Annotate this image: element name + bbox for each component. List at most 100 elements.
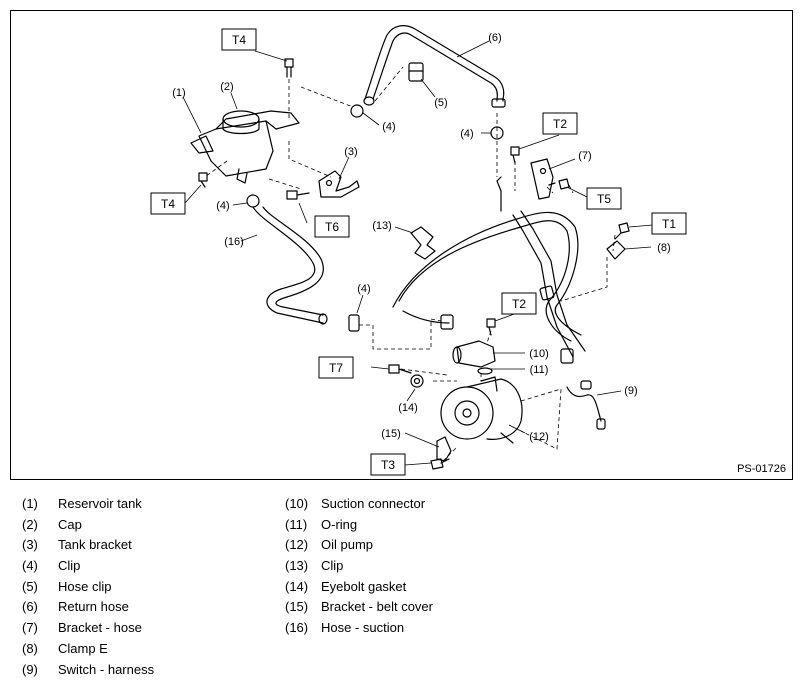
callout-1: (1) (172, 87, 185, 99)
legend-number: (3) (22, 537, 38, 553)
legend-label: Return hose (58, 599, 129, 615)
assembly-lines (204, 66, 616, 462)
legend-item: (2) Cap (22, 517, 272, 538)
legend-number: (16) (285, 620, 309, 636)
legend-item: (1) Reservoir tank (22, 496, 272, 517)
legend-number: (2) (22, 516, 38, 532)
legend-number: (14) (285, 578, 309, 594)
legend-label: Hose clip (58, 578, 112, 594)
legend-label: Suction connector (321, 496, 426, 511)
legend-label: Clip (58, 558, 81, 574)
torque-tag-label: T5 (597, 192, 611, 206)
torque-tag-label: T7 (329, 361, 343, 375)
legend-label: Clip (321, 558, 344, 574)
legend-item: (13) Clip (285, 558, 535, 579)
diagram-frame: T4 T4 T6 T2 T5 T1 T2 T7 T3 (1) (2) (3) (… (10, 10, 793, 480)
callout-6: (6) (488, 32, 501, 44)
legend-item: (7) Bracket - hose (22, 620, 272, 641)
callout-4: (4) (357, 283, 370, 295)
legend-item: (14) Eyebolt gasket (285, 579, 535, 600)
legend-item: (5) Hose clip (22, 579, 272, 600)
torque-tag-label: T6 (325, 220, 339, 234)
callout-3: (3) (344, 146, 357, 158)
legend-item: (3) Tank bracket (22, 537, 272, 558)
return-hose (363, 25, 506, 108)
legend-number: (1) (22, 496, 38, 511)
hose-clip (408, 62, 424, 82)
legend-number: (13) (285, 558, 309, 574)
callout-10: (10) (529, 348, 549, 360)
legend-item: (9) Switch - harness (22, 662, 272, 683)
legend-number: (4) (22, 558, 38, 574)
callout-12: (12) (529, 431, 549, 443)
torque-tag-boxes (150, 28, 687, 476)
callout-9: (9) (624, 385, 637, 397)
callout-16: (16) (224, 236, 244, 248)
legend-number: (9) (22, 661, 38, 677)
leader-lines (182, 40, 654, 466)
callout-7: (7) (578, 150, 591, 162)
legend-right: (10) Suction connector (11) O-ring (12) Oil… (285, 496, 535, 641)
tank-bracket (318, 170, 360, 198)
callout-4: (4) (460, 128, 473, 140)
legend-number: (8) (22, 640, 38, 656)
torque-tag-label: T4 (161, 197, 175, 211)
oil-pump (440, 376, 523, 444)
reservoir-tank (190, 110, 300, 184)
legend-item: (4) Clip (22, 558, 272, 579)
legend-item: (12) Oil pump (285, 537, 535, 558)
torque-tag-label: T3 (381, 458, 395, 472)
legend-label: Switch - harness (58, 661, 155, 677)
legend-label: Bracket - hose (58, 620, 142, 636)
legend-label: Clamp E (58, 640, 108, 656)
hose-bracket (530, 158, 554, 200)
legend-label: Reservoir tank (58, 496, 142, 511)
legend-item: (16) Hose - suction (285, 620, 535, 641)
callout-15: (15) (381, 428, 401, 440)
legend-number: (7) (22, 620, 38, 636)
torque-tag-label: T2 (553, 117, 567, 131)
legend-item: (8) Clamp E (22, 641, 272, 662)
legend-label: Tank bracket (58, 537, 132, 553)
legend-left: (1) Reservoir tank (2) Cap (3) Tank bracket… (22, 496, 272, 682)
legend-label: Cap (58, 516, 82, 532)
legend-item: (15) Bracket - belt cover (285, 599, 535, 620)
exploded-view-drawing: T4 T4 T6 T2 T5 T1 T2 T7 T3 (1) (2) (3) (… (150, 25, 687, 476)
legend-number: (11) (285, 516, 308, 532)
clip-13 (410, 226, 436, 260)
callout-8: (8) (657, 242, 670, 254)
legend-label: Hose - suction (321, 620, 405, 636)
legend-item: (10) Suction connector (285, 496, 535, 517)
torque-tag-label: T1 (662, 217, 676, 231)
clamp-e (606, 240, 626, 260)
torque-tag-label: T4 (232, 33, 246, 47)
torque-tag-label: T2 (512, 297, 526, 311)
legend-label: Eyebolt gasket (321, 578, 407, 594)
figure-id: PS-01726 (737, 463, 786, 475)
eyebolt-gasket (410, 374, 424, 388)
legend-number: (15) (285, 599, 309, 615)
suction-connector (452, 340, 496, 368)
o-ring (477, 367, 493, 375)
legend-item: (6) Return hose (22, 599, 272, 620)
legend-number: (12) (285, 537, 309, 553)
callout-14: (14) (398, 402, 418, 414)
callout-5: (5) (434, 97, 447, 109)
legend-number: (10) (285, 496, 309, 511)
legend-number: (6) (22, 599, 38, 615)
callout-13: (13) (372, 220, 392, 232)
switch-harness (566, 380, 606, 430)
callout-11: (11) (530, 364, 549, 376)
legend-label: Oil pump (321, 537, 374, 553)
pressure-hoses (392, 176, 586, 364)
legend-number: (5) (22, 578, 38, 594)
reservoir-cap (222, 110, 260, 135)
legend-label: Bracket - belt cover (321, 599, 433, 615)
callout-4: (4) (382, 121, 395, 133)
suction-hose (252, 206, 328, 325)
callout-4: (4) (216, 200, 229, 212)
belt-cover-bracket (436, 436, 452, 462)
callout-2: (2) (220, 81, 233, 93)
legend-label: O-ring (321, 516, 358, 532)
legend-item: (11) O-ring (285, 517, 535, 538)
